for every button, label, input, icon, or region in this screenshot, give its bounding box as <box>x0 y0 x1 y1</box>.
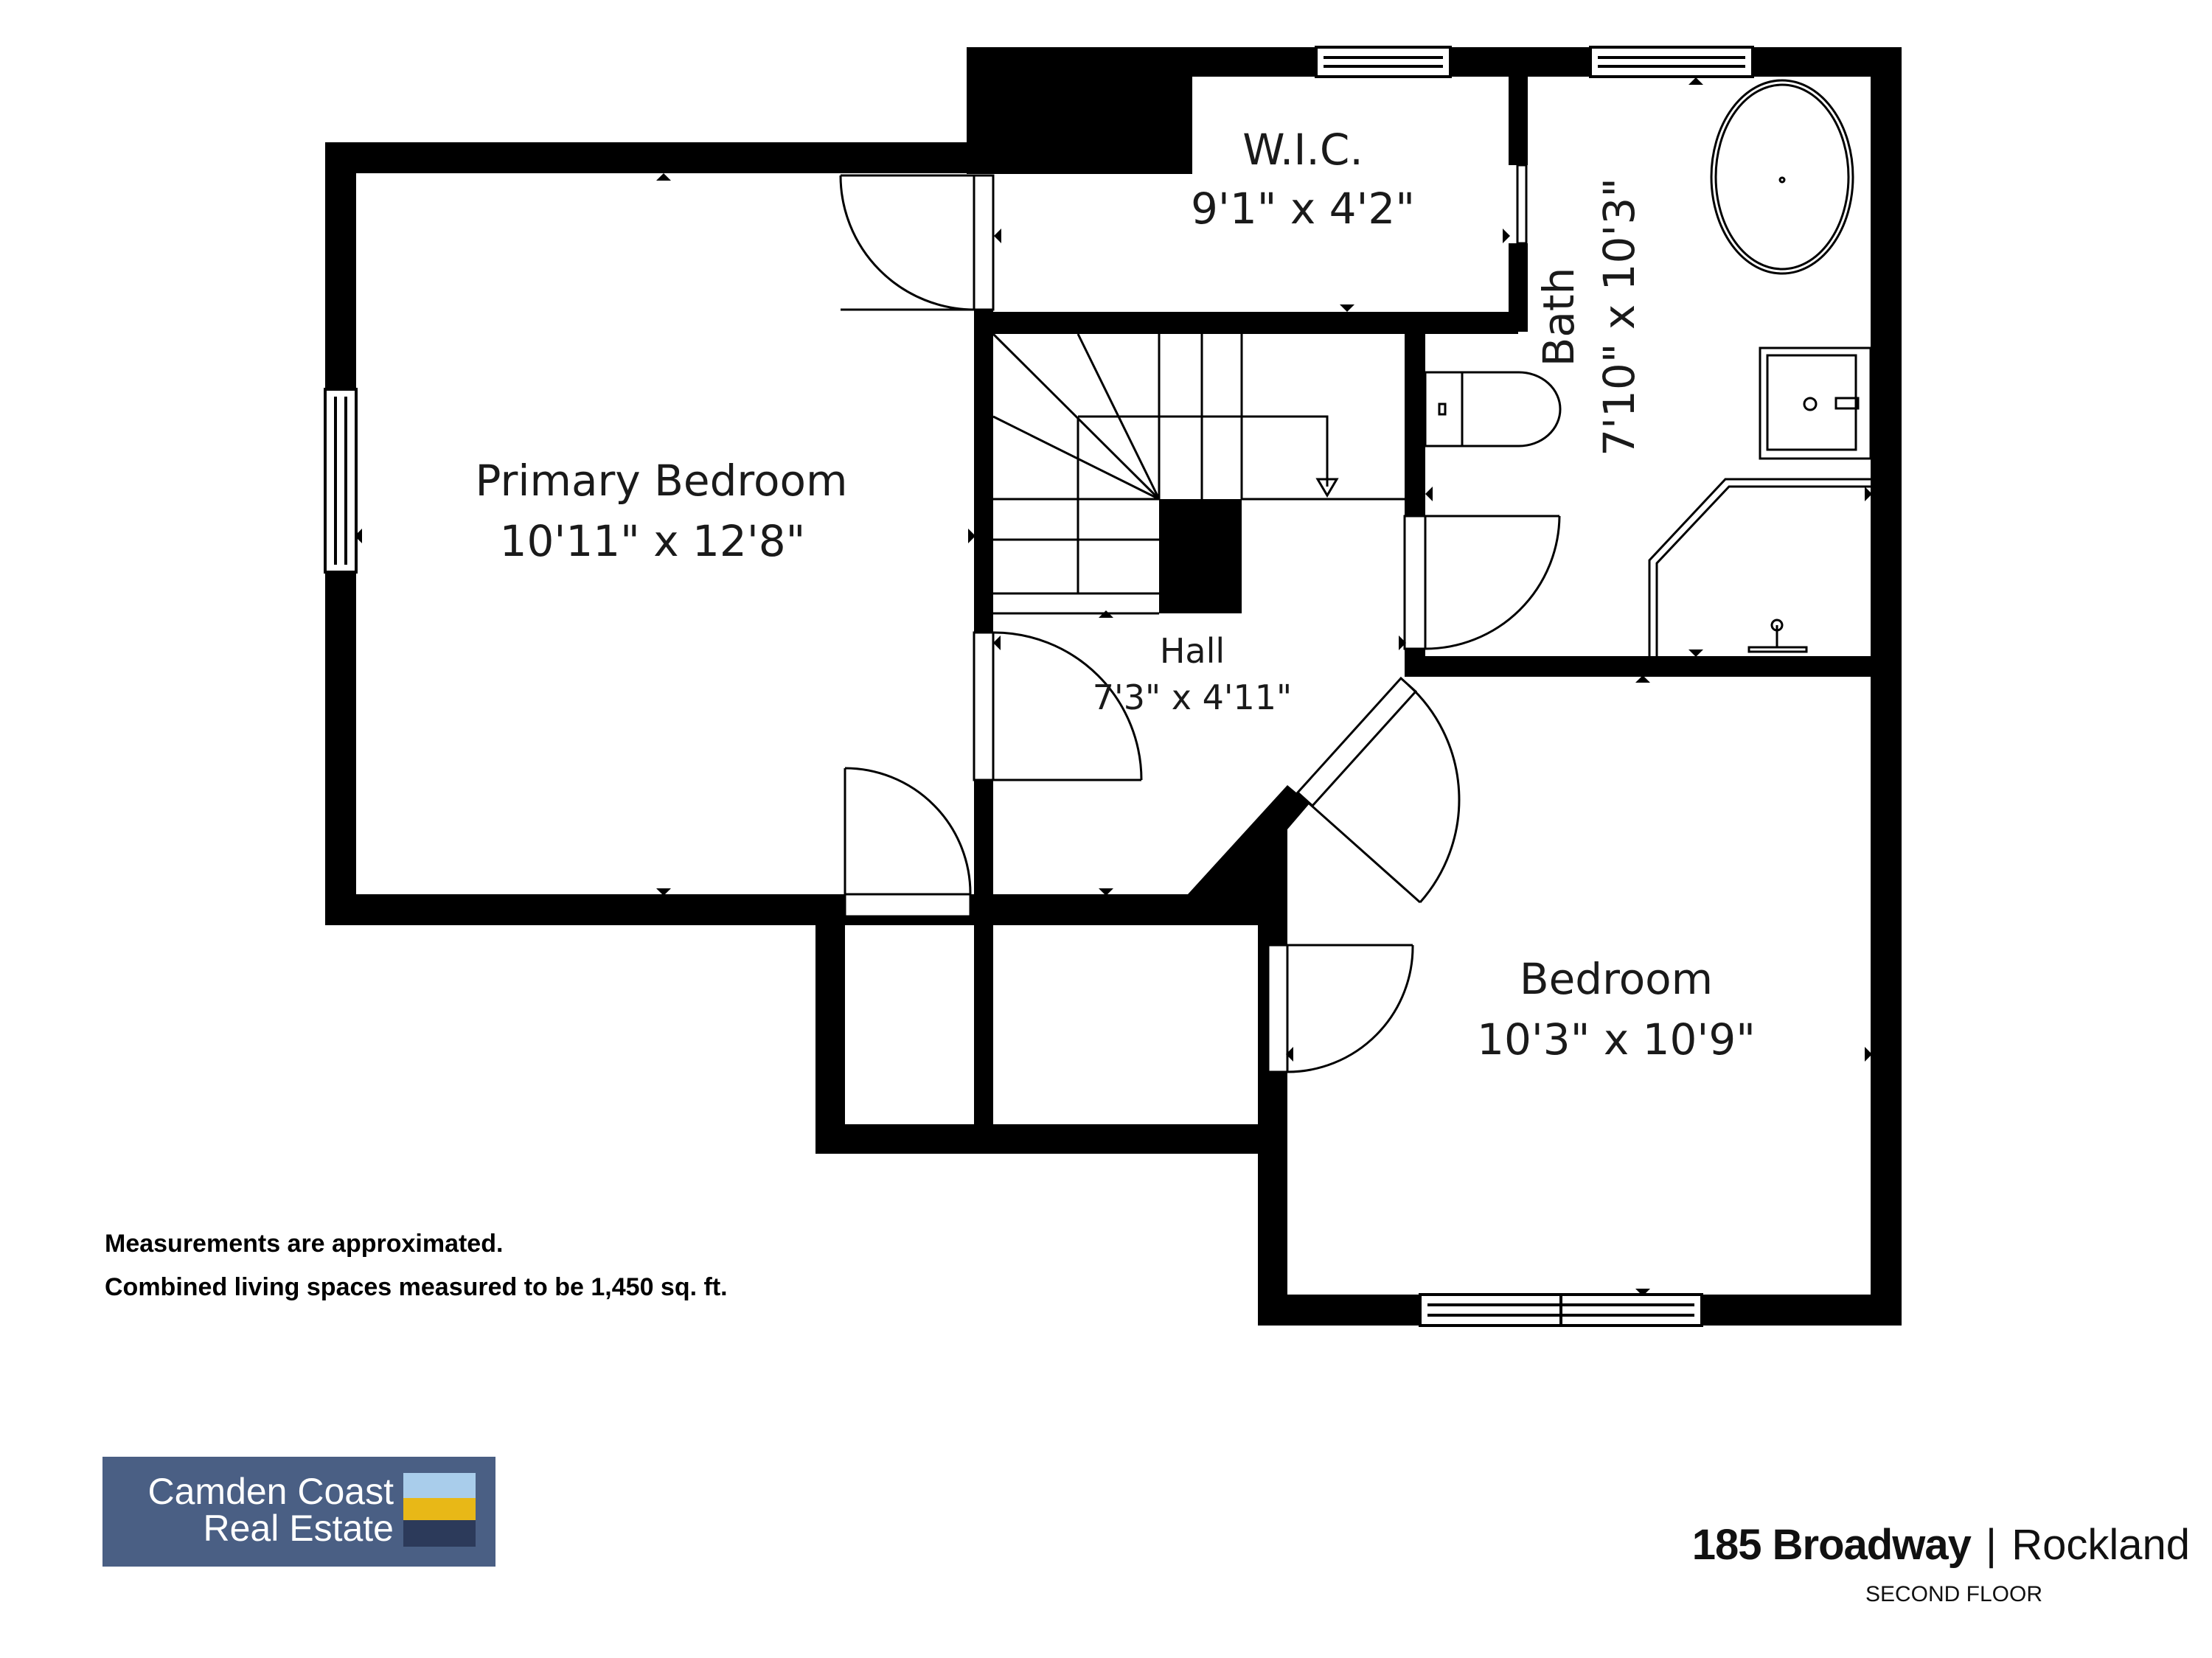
logo-line1: Camden Coast <box>147 1471 394 1512</box>
logo-mark-icon <box>403 1473 476 1547</box>
bath-fixtures <box>1424 79 1872 656</box>
floor-label: SECOND FLOOR <box>1865 1582 2043 1606</box>
note-measurements: Measurements are approximated. <box>105 1230 504 1258</box>
stairs <box>992 332 1405 615</box>
door-bedroom-diagonal <box>1295 676 1461 904</box>
door-primary-wic <box>839 174 995 311</box>
window-primary <box>324 388 358 574</box>
room-name-bedroom: Bedroom <box>1520 954 1713 1004</box>
door-wic-bath <box>1516 164 1528 245</box>
door-closet-left <box>844 767 972 918</box>
room-dims-bath: 7'10" x 10'3" <box>1594 178 1644 456</box>
wall-primary-hall <box>974 310 993 922</box>
doors <box>839 164 1561 1073</box>
property-address: 185 Broadway | Rockland <box>1692 1520 2190 1570</box>
wall-closet-divider <box>974 914 993 1124</box>
window-wic <box>1315 46 1452 78</box>
wall-wic-bottom <box>974 312 1518 334</box>
window-bedroom <box>1419 1293 1703 1327</box>
wall-bath-bottom <box>1405 656 1902 677</box>
note-living-space: Combined living spaces measured to be 1,… <box>105 1273 728 1301</box>
brand-logo: Camden Coast Real Estate <box>102 1457 495 1567</box>
sink <box>1759 346 1872 460</box>
wall-closet-bottom <box>815 1124 1287 1154</box>
room-name-wic: W.I.C. <box>1242 125 1363 175</box>
bathtub <box>1710 79 1854 275</box>
address-street: 185 Broadway <box>1691 1521 1972 1569</box>
wall-primary-top <box>325 142 967 173</box>
door-bath <box>1403 515 1561 650</box>
dimension-markers <box>355 77 1872 1296</box>
wall-hall-bottom <box>974 894 1195 916</box>
room-name-bath: Bath <box>1534 268 1584 367</box>
room-name-primary: Primary Bedroom <box>476 456 848 506</box>
wall-right <box>1871 47 1902 1326</box>
wall-wic-bath-2 <box>1509 243 1528 332</box>
wall-diagonal-mass <box>1188 785 1310 916</box>
windows <box>324 46 1754 1327</box>
door-hall-primary <box>973 631 1143 781</box>
logo-line2: Real Estate <box>203 1508 394 1549</box>
stair-block <box>1159 499 1242 613</box>
window-bath <box>1589 46 1754 78</box>
address-separator: | <box>1985 1521 1997 1569</box>
address-town: Rockland <box>2011 1521 2190 1569</box>
room-dims-bedroom: 10'3" x 10'9" <box>1477 1014 1756 1065</box>
room-dims-hall: 7'3" x 4'11" <box>1093 678 1292 717</box>
room-dims-wic: 9'1" x 4'2" <box>1191 184 1415 234</box>
toilet <box>1424 371 1562 447</box>
wall-wic-bath <box>1509 77 1528 165</box>
room-name-hall: Hall <box>1160 631 1225 671</box>
wall-closet-left <box>815 914 845 1154</box>
door-bedroom-closet <box>1267 944 1414 1073</box>
room-dims-primary: 10'11" x 12'8" <box>500 516 806 566</box>
room-labels: Primary Bedroom 10'11" x 12'8" W.I.C. 9'… <box>476 125 1756 1065</box>
shower <box>1648 478 1871 656</box>
